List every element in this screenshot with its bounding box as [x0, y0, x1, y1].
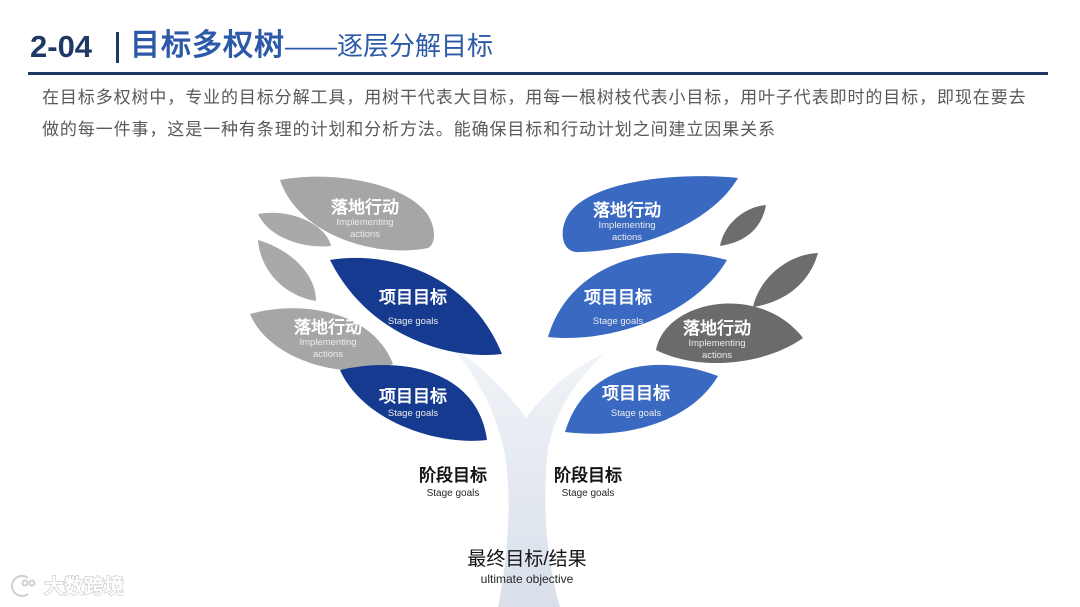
- stage-goal-left-subtitle: Stage goals: [427, 488, 480, 499]
- decor-leaf-right-1: [720, 205, 766, 246]
- leaf-title: 项目目标: [584, 287, 652, 307]
- final-goal-title: 最终目标/结果: [467, 548, 586, 570]
- goal-tree-diagram: 落地行动 Implementing actions 项目目标 Stage goa…: [240, 165, 850, 607]
- stage-goal-right-subtitle: Stage goals: [562, 488, 615, 499]
- leaf-subtitle: actions: [350, 229, 380, 240]
- title-separator: [116, 32, 119, 63]
- slide-title: 目标多权树——逐层分解目标: [130, 26, 493, 71]
- final-goal-subtitle: ultimate objective: [481, 572, 574, 586]
- section-number: 2-04: [30, 29, 92, 65]
- leaf-subtitle: Implementing: [336, 217, 393, 228]
- leaf-subtitle: Implementing: [688, 338, 745, 349]
- leaf-title: 落地行动: [593, 200, 661, 220]
- title-subtitle: ——逐层分解目标: [285, 31, 493, 61]
- leaf-subtitle: Stage goals: [388, 316, 438, 327]
- leaf-title: 项目目标: [379, 386, 447, 406]
- leaf-title: 落地行动: [683, 318, 751, 338]
- leaf-subtitle: actions: [702, 350, 732, 361]
- stage-goal-left-title: 阶段目标: [419, 465, 487, 485]
- leaf-title: 项目目标: [379, 287, 447, 307]
- intro-paragraph: 在目标多权树中，专业的目标分解工具，用树干代表大目标，用每一根树枝代表小目标，用…: [42, 82, 1042, 146]
- watermark-text: 大数跨境: [44, 574, 124, 598]
- leaf-subtitle: Implementing: [598, 220, 655, 231]
- leaf-subtitle: Stage goals: [611, 408, 661, 419]
- leaf-title: 项目目标: [602, 383, 670, 403]
- watermark-logo-icon: [12, 576, 35, 596]
- leaf-title: 落地行动: [294, 317, 362, 337]
- leaf-subtitle: Stage goals: [593, 316, 643, 327]
- title-main: 目标多权树: [130, 29, 285, 62]
- header-underline: [28, 72, 1048, 75]
- leaf-subtitle: Stage goals: [388, 408, 438, 419]
- leaf-subtitle: actions: [313, 349, 343, 360]
- decor-leaf-right-2: [753, 253, 818, 307]
- stage-goal-right-title: 阶段目标: [554, 465, 622, 485]
- leaf-subtitle: Implementing: [299, 337, 356, 348]
- watermark: 大数跨境: [6, 568, 146, 602]
- leaf-subtitle: actions: [612, 232, 642, 243]
- decor-leaf-left-2: [258, 240, 316, 301]
- leaf-title: 落地行动: [331, 197, 399, 217]
